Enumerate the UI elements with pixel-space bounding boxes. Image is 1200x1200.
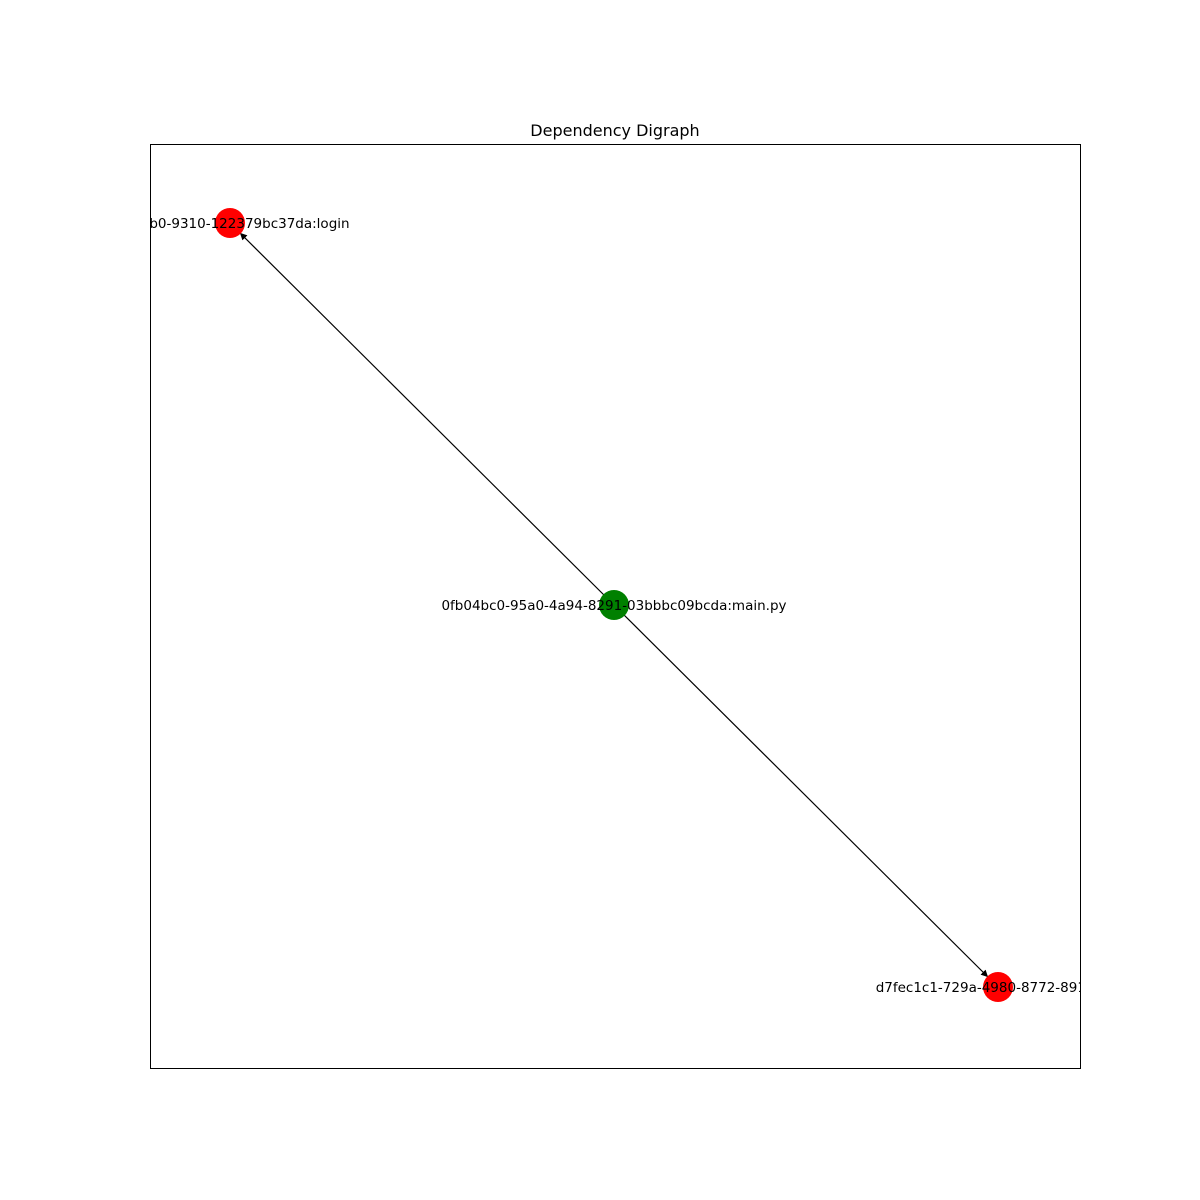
- node-login: [215, 208, 245, 238]
- chart-title: Dependency Digraph: [530, 121, 699, 140]
- edge-main-to-other: [613, 604, 989, 978]
- node-main: [599, 590, 629, 620]
- nodes-layer: [215, 208, 1013, 1002]
- labels-layer: 0fb04bc0-95a0-4a94-8291-03bbbc09bcda:mai…: [110, 216, 1121, 996]
- edges-layer: [239, 232, 989, 978]
- edge-main-to-login: [239, 232, 615, 606]
- node-other: [983, 972, 1013, 1002]
- node-label-other: d7fec1c1-729a-4980-8772-8919737: [876, 980, 1121, 996]
- plot-frame: [150, 144, 1081, 1069]
- node-label-login: d3-4eb0-9310-122379bc37da:login: [110, 216, 349, 232]
- node-label-main: 0fb04bc0-95a0-4a94-8291-03bbbc09bcda:mai…: [441, 598, 786, 614]
